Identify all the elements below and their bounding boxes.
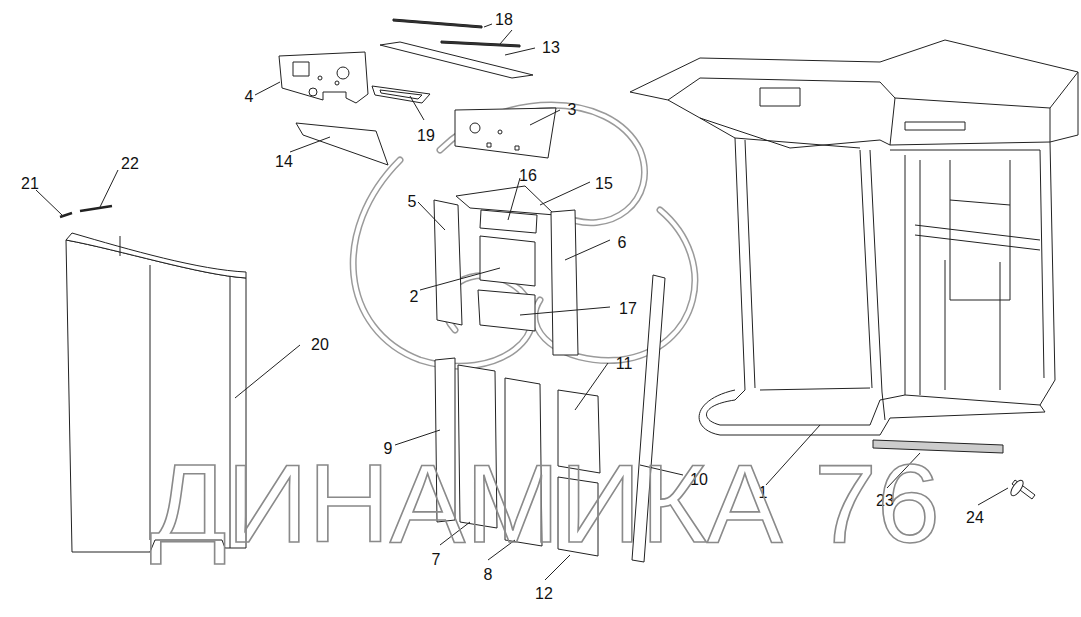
- callout-number: 2: [410, 289, 419, 305]
- callout-number: 13: [542, 40, 560, 56]
- leader-lines: [36, 24, 1008, 580]
- callout-number: 12: [535, 586, 553, 602]
- callout-number: 6: [618, 235, 627, 251]
- callout-number: 19: [417, 128, 435, 144]
- watermark-swirl: [353, 105, 695, 366]
- callout-number: 15: [595, 176, 613, 192]
- callout-number: 24: [966, 510, 984, 526]
- callout-number: 4: [245, 89, 254, 105]
- callout-number: 21: [21, 176, 39, 192]
- callout-number: 20: [311, 337, 329, 353]
- callout-number: 16: [519, 168, 537, 184]
- watermark: ДИНАМИКА 76: [150, 448, 940, 560]
- callout-number: 5: [408, 194, 417, 210]
- callout-number: 18: [495, 12, 513, 28]
- callout-number: 14: [275, 154, 293, 170]
- callout-number: 3: [568, 102, 577, 118]
- callout-number: 8: [484, 567, 493, 583]
- callout-number: 11: [616, 356, 633, 372]
- callout-number: 17: [619, 301, 637, 317]
- callout-number: 22: [121, 156, 139, 172]
